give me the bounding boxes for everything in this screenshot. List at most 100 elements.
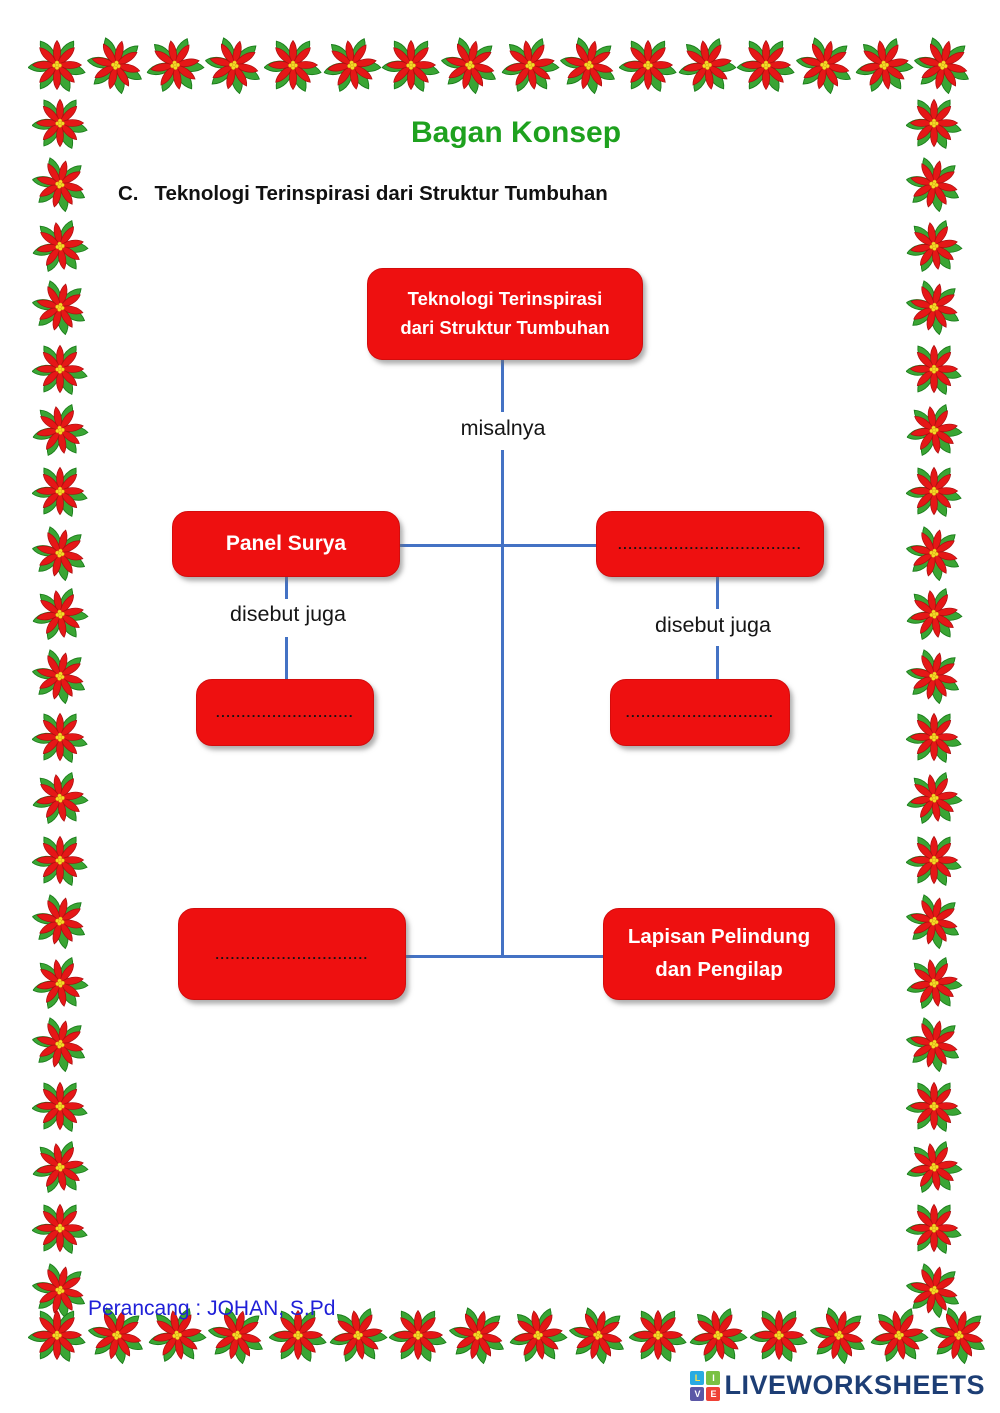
connector-row1-horizontal: [400, 544, 596, 547]
poinsettia-icon: [629, 1307, 688, 1364]
poinsettia-icon: [26, 643, 94, 710]
poinsettia-icon: [850, 33, 918, 99]
answer-blank-dots: ....................................: [617, 536, 803, 552]
poinsettia-icon: [26, 152, 94, 219]
node-lapisan-pelindung: Lapisan Pelindung dan Pengilap: [603, 908, 835, 1000]
poinsettia-icon: [684, 1303, 752, 1369]
answer-blank-dots: .............................: [625, 705, 775, 720]
poinsettia-icon: [27, 583, 93, 647]
poinsettia-icon: [27, 767, 93, 831]
root-node: Teknologi Terinspirasi dari Struktur Tum…: [367, 268, 643, 360]
poinsettia-icon: [906, 1202, 962, 1257]
poinsettia-icon: [900, 888, 968, 956]
section-text: Teknologi Terinspirasi dari Struktur Tum…: [154, 182, 608, 205]
connector-right-lower: [716, 646, 719, 679]
designer-credit: Perancang : JOHAN, S.Pd: [88, 1297, 336, 1320]
root-node-line2: dari Struktur Tumbuhan: [400, 317, 610, 338]
poinsettia-icon: [32, 710, 88, 765]
poinsettia-icon: [900, 520, 968, 587]
poinsettia-icon: [901, 951, 967, 1016]
poinsettia-icon: [553, 31, 624, 101]
section-heading: C. Teknologi Terinspirasi dari Struktur T…: [118, 182, 608, 206]
poinsettia-icon: [901, 583, 967, 647]
poinsettia-icon: [26, 274, 94, 342]
node-lapisan-line2: dan Pengilap: [655, 958, 783, 981]
poinsettia-icon: [504, 1303, 572, 1369]
answer-blank-dots: ...........................: [215, 705, 355, 720]
poinsettia-icon: [900, 643, 968, 710]
page-title: Bagan Konsep: [410, 116, 622, 149]
poinsettia-icon: [906, 465, 962, 520]
section-letter: C.: [118, 182, 139, 205]
connector-bottom-horizontal: [406, 955, 603, 958]
logo-square-v: V: [690, 1386, 705, 1401]
answer-blank-bottom-left[interactable]: ..............................: [178, 908, 406, 1000]
poinsettia-icon: [901, 767, 967, 831]
poinsettia-icon: [673, 33, 741, 99]
poinsettia-icon: [442, 1301, 514, 1371]
poinsettia-icon: [906, 833, 962, 888]
poinsettia-icon: [907, 31, 979, 101]
poinsettia-icon: [26, 888, 94, 956]
border-left-flowers: [26, 95, 94, 1324]
border-right-flowers: [900, 95, 968, 1324]
connector-left-upper: [285, 577, 288, 599]
poinsettia-icon: [618, 37, 677, 94]
poinsettia-icon: [901, 1136, 967, 1200]
poinsettia-icon: [26, 520, 94, 587]
poinsettia-icon: [900, 1011, 968, 1079]
liveworksheets-logo-text: LIVEWORKSHEETS: [724, 1370, 985, 1400]
poinsettia-icon: [26, 1011, 94, 1079]
poinsettia-icon: [906, 710, 962, 765]
liveworksheets-logo-icon: L I V E: [690, 1370, 721, 1401]
node-lapisan-line1: Lapisan Pelindung: [627, 925, 811, 949]
poinsettia-icon: [318, 33, 386, 99]
edge-label-disebut-right: disebut juga: [655, 613, 771, 637]
poinsettia-icon: [900, 1257, 968, 1324]
answer-blank-right-child[interactable]: .............................: [610, 679, 790, 746]
poinsettia-icon: [199, 31, 270, 101]
edge-label-disebut-left: disebut juga: [230, 602, 346, 626]
answer-blank-left-child[interactable]: ...........................: [196, 679, 374, 746]
poinsettia-icon: [789, 31, 860, 101]
root-node-line1: Teknologi Terinspirasi: [407, 288, 603, 310]
poinsettia-icon: [749, 1307, 808, 1364]
connector-root-top: [501, 360, 504, 412]
poinsettia-icon: [388, 1307, 447, 1364]
answer-blank-dots: ..............................: [215, 946, 369, 962]
poinsettia-icon: [80, 31, 152, 101]
poinsettia-icon: [264, 37, 323, 94]
poinsettia-icon: [906, 1079, 962, 1134]
poinsettia-icon: [562, 1301, 634, 1371]
poinsettia-icon: [32, 833, 88, 888]
poinsettia-icon: [27, 951, 93, 1016]
poinsettia-icon: [27, 215, 93, 279]
poinsettia-icon: [900, 274, 968, 342]
poinsettia-icon: [32, 342, 88, 397]
poinsettia-icon: [865, 1303, 933, 1369]
logo-square-i: I: [706, 1370, 721, 1385]
poinsettia-icon: [901, 399, 967, 463]
node-panel-surya: Panel Surya: [172, 511, 400, 577]
poinsettia-icon: [923, 1301, 995, 1371]
poinsettia-icon: [26, 1257, 94, 1324]
connector-left-lower: [285, 637, 288, 679]
answer-blank-right-branch[interactable]: ....................................: [596, 511, 824, 577]
poinsettia-icon: [906, 342, 962, 397]
liveworksheets-logo[interactable]: L I V E LIVEWORKSHEETS: [686, 1368, 985, 1403]
logo-square-e: E: [706, 1386, 721, 1401]
poinsettia-icon: [27, 1136, 93, 1200]
poinsettia-icon: [141, 33, 209, 99]
poinsettia-icon: [736, 37, 795, 94]
poinsettia-icon: [32, 1202, 88, 1257]
connector-root-main: [501, 450, 504, 958]
poinsettia-icon: [28, 1307, 86, 1364]
poinsettia-icon: [32, 465, 88, 520]
poinsettia-icon: [382, 37, 441, 94]
poinsettia-icon: [435, 31, 506, 101]
poinsettia-icon: [803, 1301, 874, 1371]
connector-right-upper: [716, 577, 719, 609]
poinsettia-icon: [495, 33, 564, 99]
poinsettia-icon: [28, 37, 86, 94]
